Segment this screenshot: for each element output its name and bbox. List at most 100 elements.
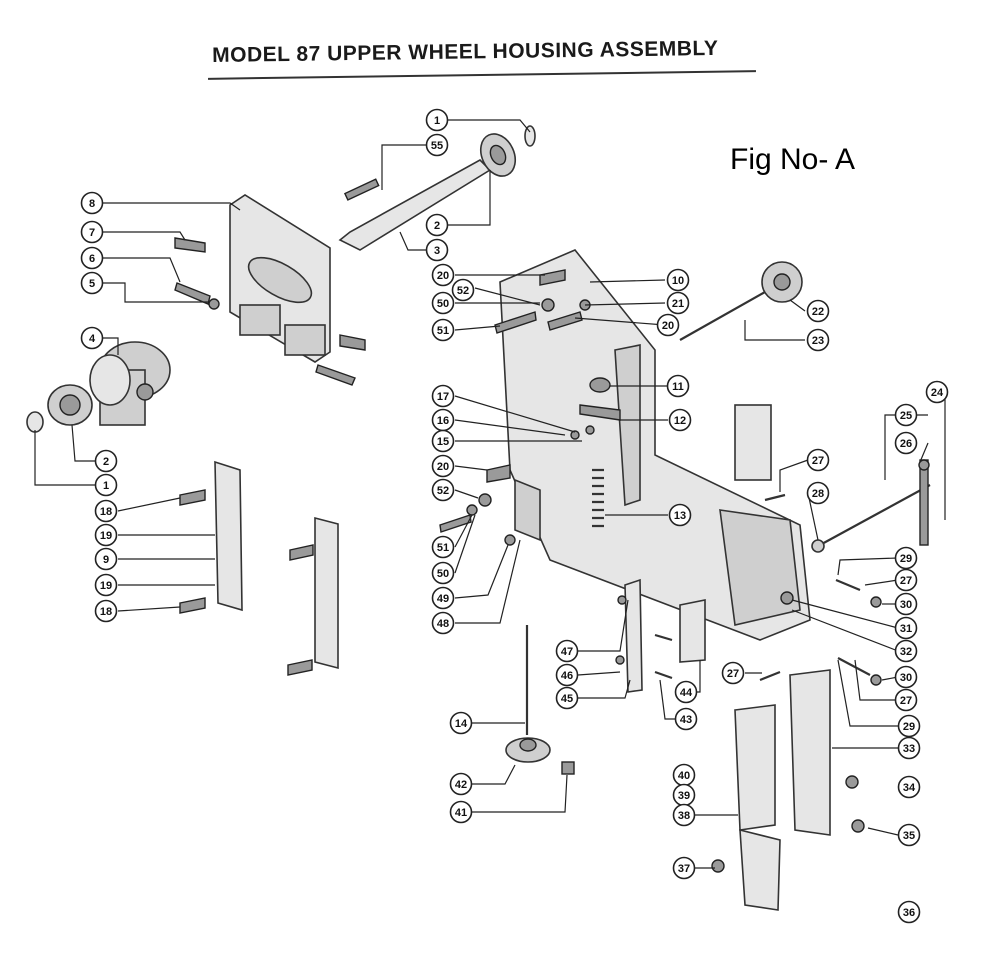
callout-number: 36 bbox=[903, 907, 915, 919]
callout-18: 18 bbox=[94, 499, 118, 523]
callout-number: 8 bbox=[89, 198, 95, 210]
callout-55: 55 bbox=[425, 133, 449, 157]
callout-28: 28 bbox=[806, 481, 830, 505]
callout-number: 44 bbox=[680, 687, 693, 699]
leader-lines bbox=[34, 119, 946, 869]
callout-number: 2 bbox=[434, 220, 440, 232]
callout-number: 39 bbox=[678, 790, 690, 802]
callout-number: 35 bbox=[903, 830, 915, 842]
callout-21: 21 bbox=[666, 291, 690, 315]
callout-38: 38 bbox=[672, 803, 696, 827]
callout-number: 33 bbox=[903, 743, 915, 755]
callout-52: 52 bbox=[431, 478, 455, 502]
callout-number: 50 bbox=[437, 568, 449, 580]
callout-number: 28 bbox=[812, 488, 824, 500]
callout-44: 44 bbox=[674, 680, 698, 704]
callout-11: 11 bbox=[666, 374, 690, 398]
guide-post bbox=[624, 578, 865, 911]
callout-number: 6 bbox=[89, 253, 95, 265]
callout-33: 33 bbox=[897, 736, 921, 760]
callout-number: 42 bbox=[455, 779, 467, 791]
callout-26: 26 bbox=[894, 431, 918, 455]
callout-8: 8 bbox=[80, 191, 104, 215]
callout-42: 42 bbox=[449, 772, 473, 796]
callout-number: 27 bbox=[812, 455, 824, 467]
guide-plates bbox=[179, 460, 339, 676]
housing-bracket bbox=[174, 194, 366, 386]
callout-2: 2 bbox=[94, 449, 118, 473]
callout-12: 12 bbox=[668, 408, 692, 432]
callout-number: 7 bbox=[89, 227, 95, 239]
callout-number: 4 bbox=[89, 333, 96, 345]
callout-number: 32 bbox=[900, 646, 912, 658]
callout-number: 52 bbox=[457, 285, 469, 297]
callout-19: 19 bbox=[94, 573, 118, 597]
callout-41: 41 bbox=[449, 800, 473, 824]
callout-27: 27 bbox=[721, 661, 745, 685]
callout-27: 27 bbox=[894, 568, 918, 592]
callout-36: 36 bbox=[897, 900, 921, 924]
callout-25: 25 bbox=[894, 403, 918, 427]
callout-number: 10 bbox=[672, 275, 684, 287]
callout-number: 11 bbox=[672, 381, 684, 393]
callout-number: 30 bbox=[900, 599, 912, 611]
callout-27: 27 bbox=[806, 448, 830, 472]
callout-5: 5 bbox=[80, 271, 104, 295]
callout-13: 13 bbox=[668, 503, 692, 527]
callout-37: 37 bbox=[672, 856, 696, 880]
callout-number: 30 bbox=[900, 672, 912, 684]
callout-52: 52 bbox=[451, 278, 475, 302]
callout-7: 7 bbox=[80, 220, 104, 244]
callout-number: 26 bbox=[900, 438, 912, 450]
callout-number: 20 bbox=[662, 320, 674, 332]
callout-20: 20 bbox=[656, 313, 680, 337]
callout-18: 18 bbox=[94, 599, 118, 623]
adjusting-rod bbox=[811, 459, 931, 553]
callout-20: 20 bbox=[431, 454, 455, 478]
callout-number: 31 bbox=[900, 623, 912, 635]
callout-48: 48 bbox=[431, 611, 455, 635]
callout-number: 15 bbox=[437, 436, 449, 448]
callout-number: 48 bbox=[437, 618, 449, 630]
callout-number: 16 bbox=[437, 415, 449, 427]
callout-number: 24 bbox=[931, 387, 944, 399]
callout-number: 27 bbox=[727, 668, 739, 680]
callout-9: 9 bbox=[94, 547, 118, 571]
callout-number: 55 bbox=[431, 140, 443, 152]
callout-30: 30 bbox=[894, 665, 918, 689]
callout-number: 49 bbox=[437, 593, 449, 605]
callout-number: 20 bbox=[437, 270, 449, 282]
callout-number: 47 bbox=[561, 646, 573, 658]
callout-4: 4 bbox=[80, 326, 104, 350]
callout-number: 12 bbox=[674, 415, 686, 427]
small-hardware bbox=[439, 269, 882, 686]
callout-number: 43 bbox=[680, 714, 692, 726]
bearing-housing bbox=[26, 341, 171, 433]
callout-number: 45 bbox=[561, 693, 573, 705]
callout-27: 27 bbox=[894, 688, 918, 712]
callout-number: 40 bbox=[678, 770, 690, 782]
callout-40: 40 bbox=[672, 763, 696, 787]
callout-number: 1 bbox=[434, 115, 440, 127]
callout-group: 1552387654211819919182052505110212022231… bbox=[80, 108, 949, 924]
callout-number: 29 bbox=[903, 721, 915, 733]
callout-number: 1 bbox=[103, 480, 109, 492]
callout-45: 45 bbox=[555, 686, 579, 710]
callout-number: 13 bbox=[674, 510, 686, 522]
callout-23: 23 bbox=[806, 328, 830, 352]
callout-46: 46 bbox=[555, 663, 579, 687]
callout-51: 51 bbox=[431, 318, 455, 342]
callout-number: 19 bbox=[100, 580, 112, 592]
callout-number: 22 bbox=[812, 306, 824, 318]
callout-number: 41 bbox=[455, 807, 467, 819]
callout-16: 16 bbox=[431, 408, 455, 432]
callout-number: 27 bbox=[900, 575, 912, 587]
shaft-assembly bbox=[338, 125, 536, 251]
callout-6: 6 bbox=[80, 246, 104, 270]
callout-number: 2 bbox=[103, 456, 109, 468]
callout-number: 46 bbox=[561, 670, 573, 682]
callout-number: 34 bbox=[903, 782, 916, 794]
callout-number: 20 bbox=[437, 461, 449, 473]
callout-14: 14 bbox=[449, 711, 473, 735]
